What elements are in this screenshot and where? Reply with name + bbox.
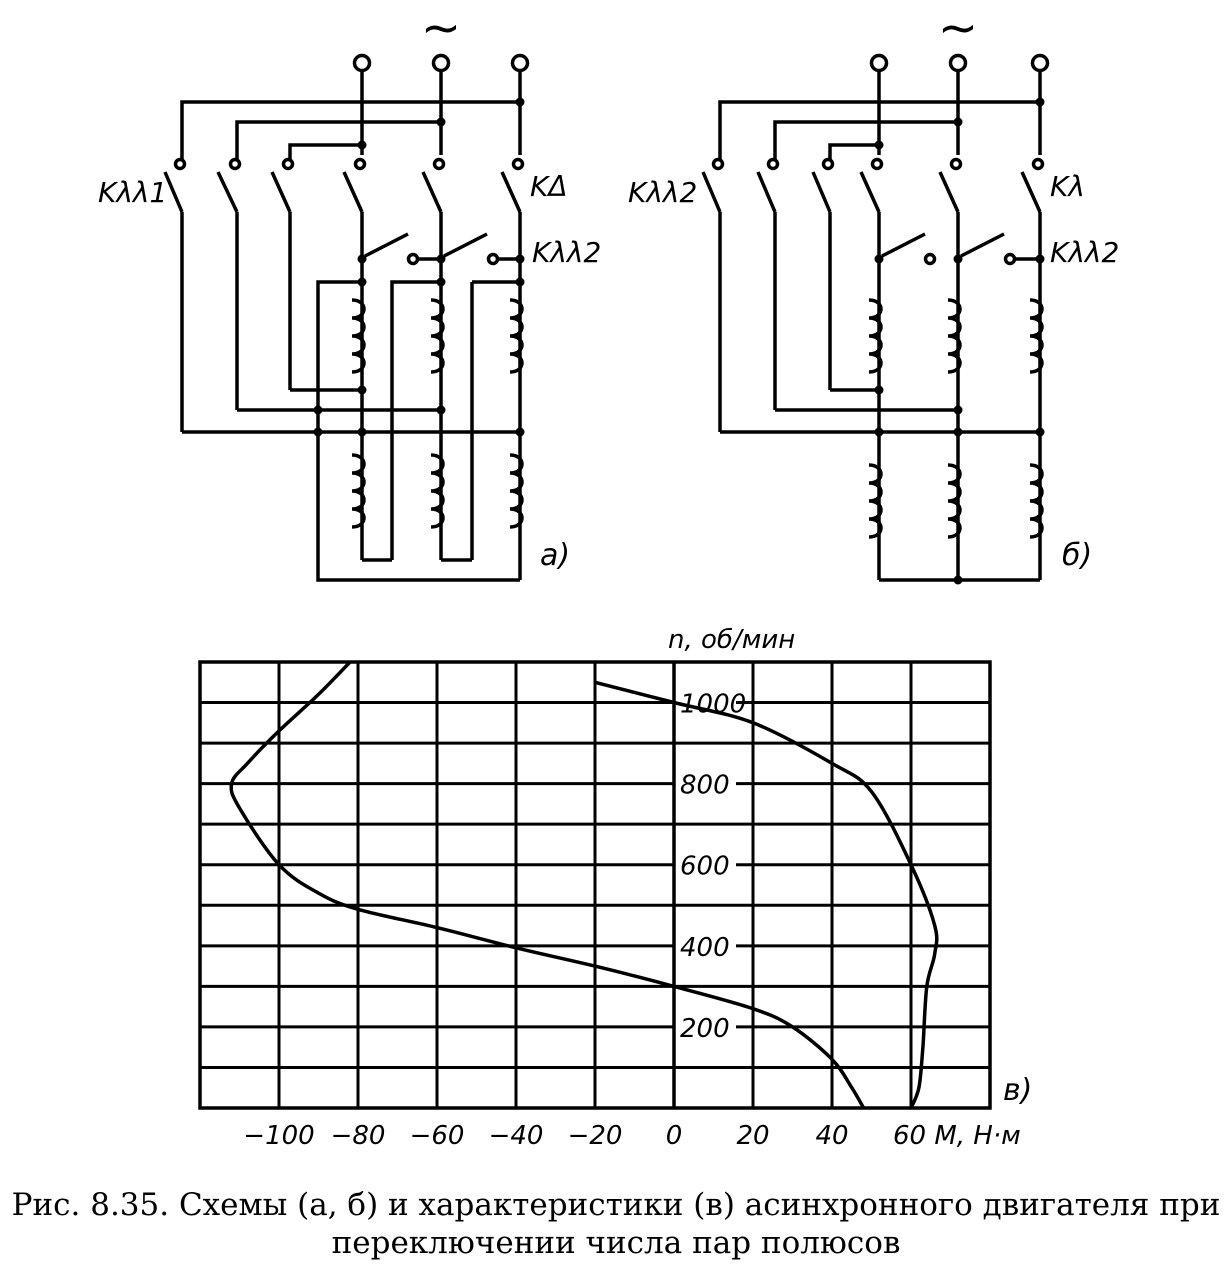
junction-dots [313, 97, 525, 437]
y-tick-label: 1000 [680, 690, 746, 720]
terminal [948, 53, 968, 73]
y-tick-label: 200 [680, 1014, 730, 1044]
x-tick-label: 40 [815, 1121, 848, 1151]
scheme-a [163, 53, 530, 582]
contactor-label: Kλλ2 [532, 236, 601, 269]
y-tick-label: 800 [680, 771, 730, 801]
x-tick-label: −80 [331, 1121, 386, 1151]
figure-caption: Рис. 8.35. Схемы (а, б) и характеристики… [0, 1186, 1232, 1262]
supply-symbol: ~ [938, 0, 978, 56]
y-tick-label: 400 [680, 933, 730, 963]
chart-ticks: 200 400 600 800 1000 −100 −80 −60 −40 −20 0 20 40 60 … [243, 690, 1020, 1151]
terminal [869, 53, 889, 73]
scheme-b [701, 53, 1050, 585]
x-tick-label: −40 [489, 1121, 544, 1151]
x-tick-label: −60 [410, 1121, 465, 1151]
y-axis-label: n, об/мин [668, 625, 795, 655]
terminal [352, 53, 372, 73]
contactor-top-row [163, 157, 525, 213]
scheme-b-labels: ~ Kλλ2 Kλ Kλλ2 б) [628, 0, 1119, 573]
caption-line-1: Рис. 8.35. Схемы (а, б) и характеристики… [11, 1187, 1221, 1223]
series-curve-1 [229, 660, 866, 1109]
contactor-label: Kλλ2 [628, 176, 697, 209]
scheme-a-labels: ~ Kλλ1 KΔ Kλλ2 а) [98, 0, 601, 573]
scheme-tag: а) [540, 538, 570, 573]
contactor-label: KΔ [530, 170, 568, 203]
x-tick-label: −100 [243, 1121, 314, 1151]
terminal [431, 53, 451, 73]
terminal [510, 53, 530, 73]
series-curve-2 [594, 680, 939, 1109]
x-tick-label: −20 [568, 1121, 623, 1151]
x-tick-label: 0 [666, 1121, 683, 1151]
contactor-label: Kλ [1050, 170, 1085, 203]
chart-series [229, 660, 939, 1109]
y-tick-label: 600 [680, 852, 730, 882]
torque-speed-chart: 200 400 600 800 1000 −100 −80 −60 −40 −20 0 20 40 60 … [198, 625, 1032, 1151]
x-tick-label: 60 M, Н·м [893, 1121, 1021, 1151]
junction-dots [874, 97, 1045, 585]
contactor-label: Kλλ2 [1050, 236, 1119, 269]
scheme-tag: б) [1062, 538, 1092, 573]
contactor-label: Kλλ1 [98, 176, 167, 209]
chart-labels: n, об/мин в) [668, 625, 1032, 1108]
caption-line-2: переключении числа пар полюсов [331, 1225, 901, 1261]
supply-symbol: ~ [421, 0, 461, 56]
contactor-top-row [701, 157, 1045, 213]
terminal [1030, 53, 1050, 73]
x-tick-label: 20 [736, 1121, 769, 1151]
chart-tag: в) [1003, 1073, 1032, 1108]
chart-grid [198, 660, 992, 1110]
